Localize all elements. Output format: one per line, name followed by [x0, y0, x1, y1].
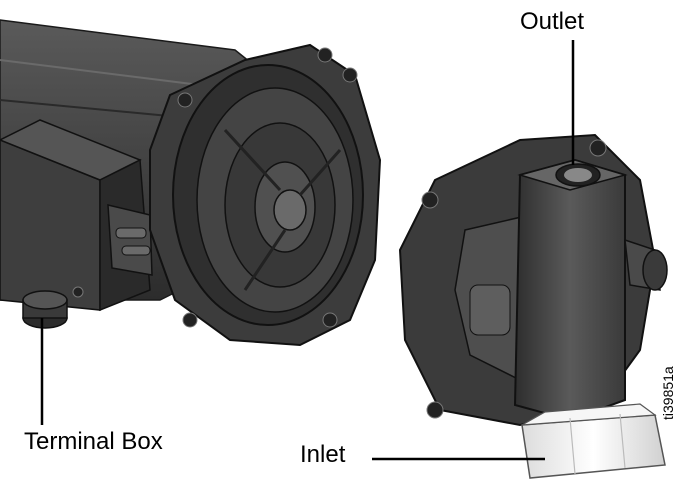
terminal-box-label: Terminal Box	[24, 428, 163, 455]
motor-flange	[149, 43, 382, 347]
terminal-box	[0, 119, 151, 329]
switch-bracket	[107, 204, 153, 276]
pump-body	[513, 158, 626, 422]
pump-assembly	[398, 133, 668, 479]
figure-id: ti39851a	[660, 366, 676, 420]
motor-shaft	[273, 189, 307, 231]
outlet-label: Outlet	[520, 8, 585, 35]
motor-assembly	[0, 19, 382, 347]
inlet-fitting	[521, 403, 666, 479]
inlet-label: Inlet	[300, 441, 346, 468]
